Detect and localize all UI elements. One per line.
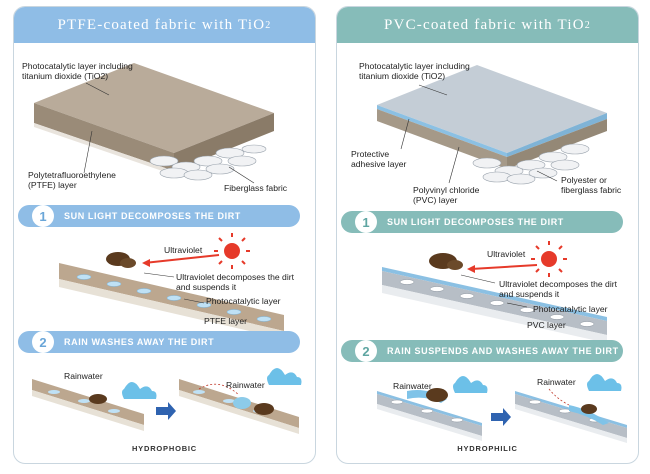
- ptfe-layer-label: PTFE layer: [204, 316, 247, 326]
- pvc-layer-label: PVC layer: [527, 320, 566, 330]
- ptfe-step1-illustration: [59, 233, 284, 339]
- ptfe-ptfe-label-2: (PTFE) layer: [28, 180, 77, 190]
- ptfe-step-2-banner: 2 RAIN WASHES AWAY THE DIRT: [18, 331, 300, 353]
- ptfe-step-1-banner: 1 SUN LIGHT DECOMPOSES THE DIRT: [18, 205, 300, 227]
- pvc-rainwater-label-2: Rainwater: [537, 377, 576, 387]
- pvc-step2-illustration: [377, 374, 627, 443]
- ptfe-title-sub: 2: [265, 19, 272, 31]
- pvc-pvc-label: Polyvinyl chloride: [413, 185, 480, 195]
- ptfe-uv-label: Ultraviolet: [164, 245, 203, 255]
- pvc-step-1-label: SUN LIGHT DECOMPOSES THE DIRT: [387, 217, 564, 227]
- pvc-decompose-label-2: and suspends it: [499, 289, 560, 299]
- pvc-sun-icon: [531, 241, 567, 277]
- pvc-photocatalytic-label-2: titanium dioxide (TiO2): [359, 71, 446, 81]
- pvc-uv-label: Ultraviolet: [487, 249, 526, 259]
- ptfe-photocatalytic-label: Photocatalytic layer including: [22, 61, 133, 71]
- pvc-photo-layer-label: Photocatalytic layer: [533, 304, 608, 314]
- ptfe-ptfe-label: Polytetrafluoroethylene: [28, 170, 116, 180]
- ptfe-footer: HYDROPHOBIC: [131, 444, 198, 453]
- ptfe-rainwater-label-1: Rainwater: [64, 371, 103, 381]
- pvc-footer: HYDROPHILIC: [457, 444, 518, 453]
- pvc-title-sub: 2: [584, 19, 591, 31]
- ptfe-rainwater-label-2: Rainwater: [226, 380, 265, 390]
- ptfe-step2-illustration: [32, 368, 302, 434]
- ptfe-decompose-label: Ultraviolet decomposes the dirt: [176, 272, 294, 282]
- pvc-polyester-label: Polyester or: [561, 175, 607, 185]
- pvc-layer-illustration: [377, 65, 607, 185]
- pvc-polyester-label-2: fiberglass fabric: [561, 185, 622, 195]
- ptfe-photo-layer-label: Photocatalytic layer: [206, 296, 281, 306]
- pvc-step-1-banner: 1 SUN LIGHT DECOMPOSES THE DIRT: [341, 211, 623, 233]
- pvc-protective-label: Protective: [351, 149, 390, 159]
- ptfe-layer-illustration: [34, 63, 274, 184]
- pvc-title-text: PVC-coated fabric with TiO: [384, 16, 585, 33]
- ptfe-step-1-number: 1: [32, 205, 54, 227]
- ptfe-title-text: PTFE-coated fabric with TiO: [57, 16, 266, 33]
- pvc-pvc-label-2: (PVC) layer: [413, 195, 458, 205]
- ptfe-step-1-label: SUN LIGHT DECOMPOSES THE DIRT: [64, 211, 241, 221]
- ptfe-photocatalytic-label-2: titanium dioxide (TiO2): [22, 71, 109, 81]
- ptfe-step-2-label: RAIN WASHES AWAY THE DIRT: [64, 337, 215, 347]
- pvc-step-1-number: 1: [355, 211, 377, 233]
- pvc-step-2-number: 2: [355, 340, 377, 362]
- ptfe-decompose-label-2: and suspends it: [176, 282, 237, 292]
- pvc-step-2-banner: 2 RAIN SUSPENDS AND WASHES AWAY THE DIRT: [341, 340, 623, 362]
- ptfe-fiberglass-label: Fiberglass fabric: [224, 183, 288, 193]
- ptfe-step-2-number: 2: [32, 331, 54, 353]
- pvc-photocatalytic-label: Photocatalytic layer including: [359, 61, 470, 71]
- pvc-step1-illustration: [382, 241, 607, 343]
- pvc-step-2-label: RAIN SUSPENDS AND WASHES AWAY THE DIRT: [387, 346, 619, 356]
- ptfe-sun-icon: [214, 233, 250, 269]
- pvc-decompose-label: Ultraviolet decomposes the dirt: [499, 279, 617, 289]
- pvc-rainwater-label-1: Rainwater: [393, 381, 432, 391]
- pvc-protective-label-2: adhesive layer: [351, 159, 407, 169]
